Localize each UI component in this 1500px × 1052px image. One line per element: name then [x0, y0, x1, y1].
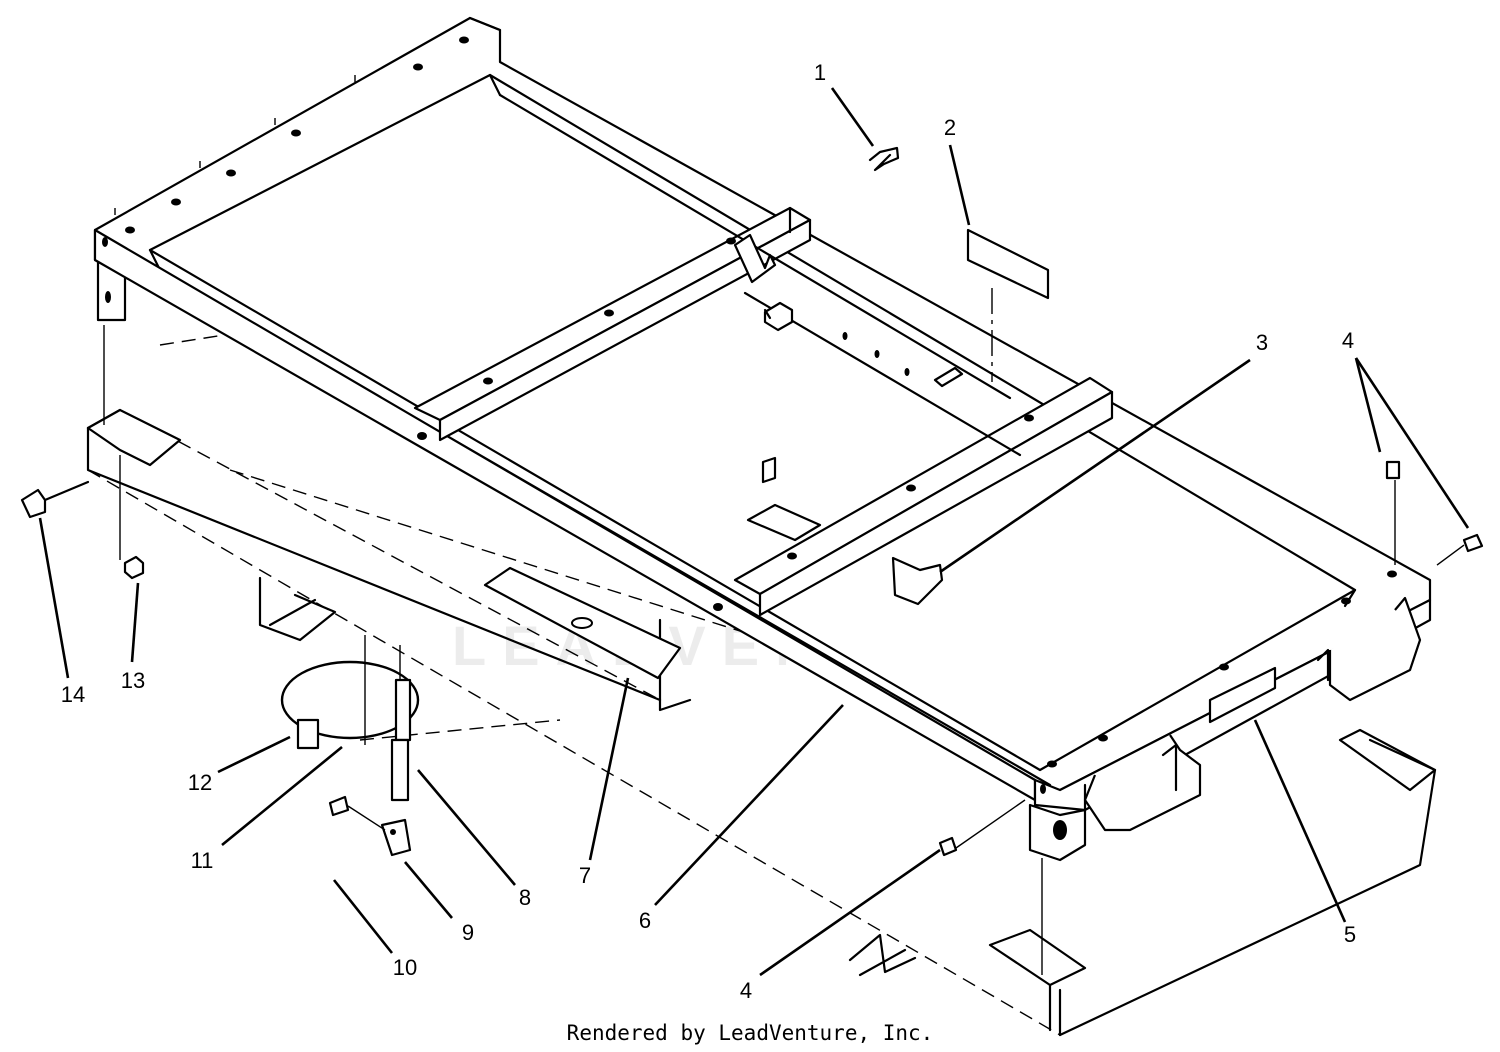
decal-plate [1208, 666, 1277, 724]
cap-nut-top [1385, 460, 1401, 480]
nut [123, 555, 145, 580]
cap-nut-side [1462, 533, 1484, 553]
pin-rear [933, 366, 964, 388]
handles [1083, 596, 1422, 832]
hitch-pin [868, 146, 900, 172]
callout-label: 7 [579, 863, 591, 888]
callout-label: 11 [191, 848, 214, 873]
callout-label: 4 [1342, 328, 1354, 353]
callout-label: 10 [393, 955, 417, 980]
callout-label: 4 [740, 978, 752, 1003]
callout-label: 5 [1344, 922, 1356, 947]
callout-label: 1 [814, 60, 826, 85]
frame-holes [102, 36, 1397, 794]
callout-label: 3 [1256, 330, 1268, 355]
callout-label: 8 [519, 885, 531, 910]
bolt [20, 488, 47, 519]
callouts: 1 2 3 4 4 5 6 7 8 9 10 11 1 [38, 60, 1470, 1003]
cap-nut-bottom [938, 836, 958, 857]
callout-label: 12 [188, 770, 212, 795]
top-bracket [733, 233, 777, 284]
spacer [761, 456, 777, 484]
callout-label: 14 [61, 682, 85, 707]
decal [966, 228, 1050, 300]
footer-credit: Rendered by LeadVenture, Inc. [567, 1021, 934, 1045]
callout-label: 13 [121, 668, 145, 693]
callout-label: 6 [639, 908, 651, 933]
callout-label: 9 [462, 920, 474, 945]
hitch-ring-assembly [280, 635, 420, 857]
callout-label: 2 [944, 115, 956, 140]
pin [763, 301, 794, 332]
